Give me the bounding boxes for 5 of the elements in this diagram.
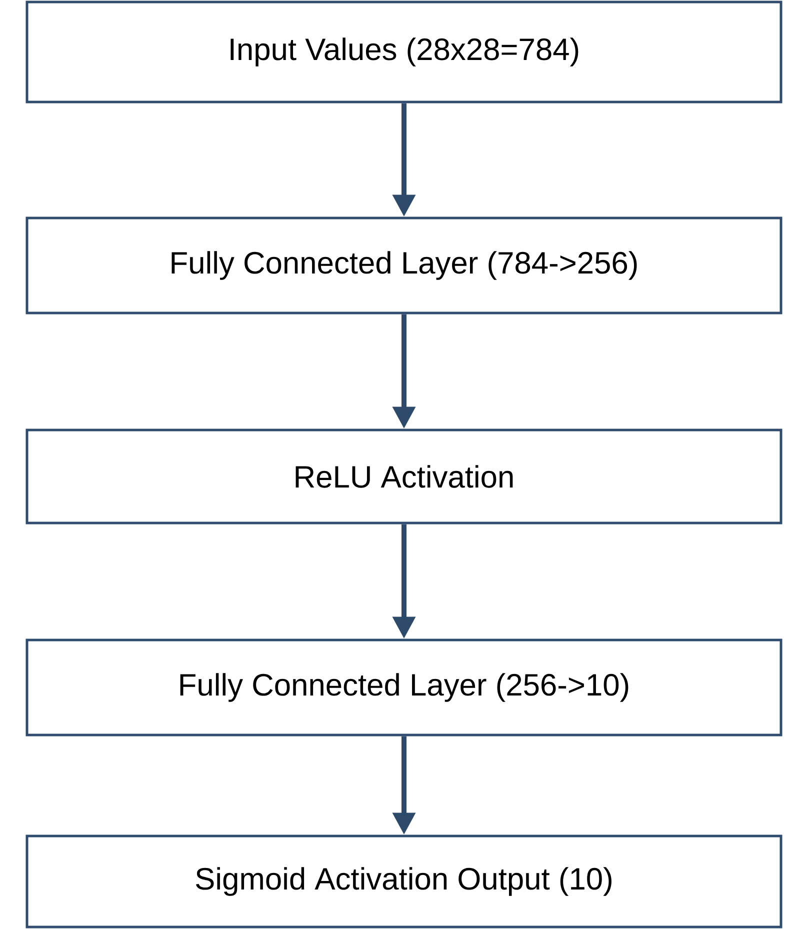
process-box: Input Values (28x28=784): [26, 0, 782, 104]
process-box: Fully Connected Layer (784->256): [26, 216, 782, 314]
process-box: Fully Connected Layer (256->10): [26, 638, 782, 736]
process-box: Sigmoid Activation Output (10): [26, 834, 782, 928]
process-box: ReLU Activation: [26, 428, 782, 524]
